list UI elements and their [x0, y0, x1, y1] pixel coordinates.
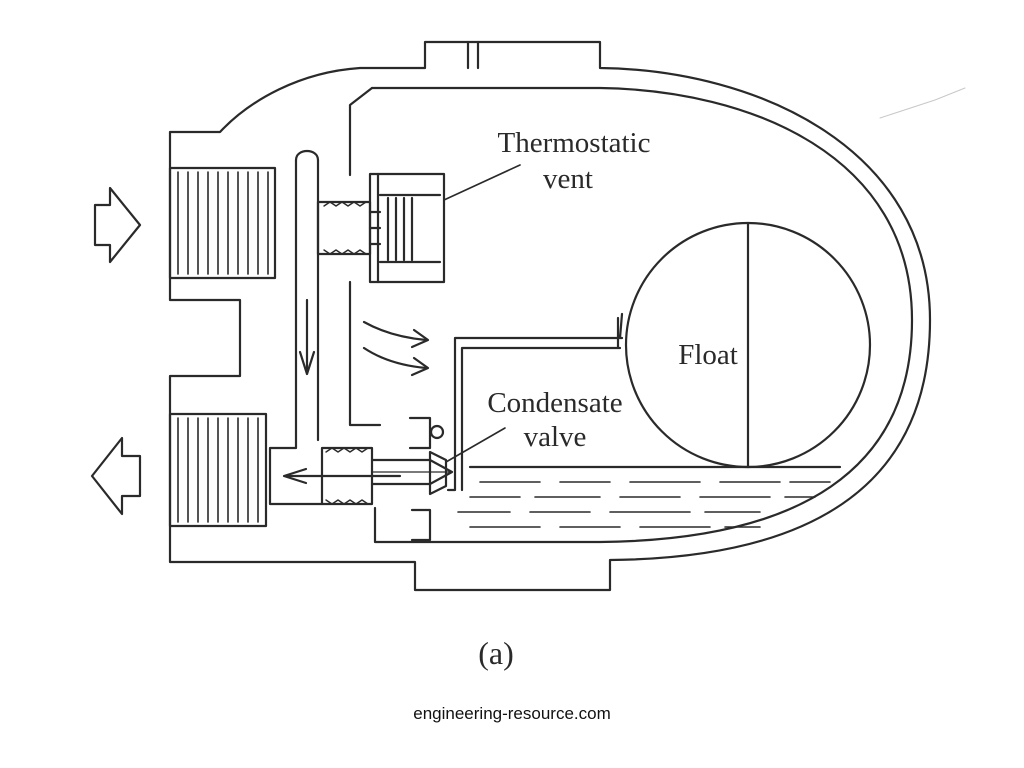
down-flow-arrow [298, 298, 316, 376]
corner-mark [879, 87, 966, 119]
outlet-flow-arrow [282, 467, 402, 485]
inlet-connection [168, 166, 277, 280]
vertical-passage [268, 158, 324, 506]
figure-caption: (a) [478, 635, 514, 671]
thermostatic-leader [443, 164, 521, 201]
condensate-label-line2: valve [524, 421, 587, 453]
thermostatic-vent [316, 172, 446, 284]
trap-body-outline [168, 40, 932, 592]
thermostatic-label-line1: Thermostatic [497, 127, 650, 159]
float-lever [446, 312, 624, 492]
inlet-arrow-icon [93, 186, 142, 264]
thermostatic-label-line2: vent [543, 163, 593, 195]
site-credit: engineering-resource.com [413, 704, 611, 723]
condensate-leader [445, 427, 506, 463]
condensate-valve-seat [320, 416, 454, 542]
outlet-connection [168, 412, 268, 528]
condensate-label-line1: Condensate [487, 387, 622, 419]
condensate-water [457, 481, 831, 528]
steam-flow-arrows [362, 320, 430, 377]
outlet-arrow-icon [90, 436, 142, 516]
ball-float [624, 221, 872, 469]
chamber-partition [348, 86, 382, 427]
float-label: Float [678, 339, 738, 371]
